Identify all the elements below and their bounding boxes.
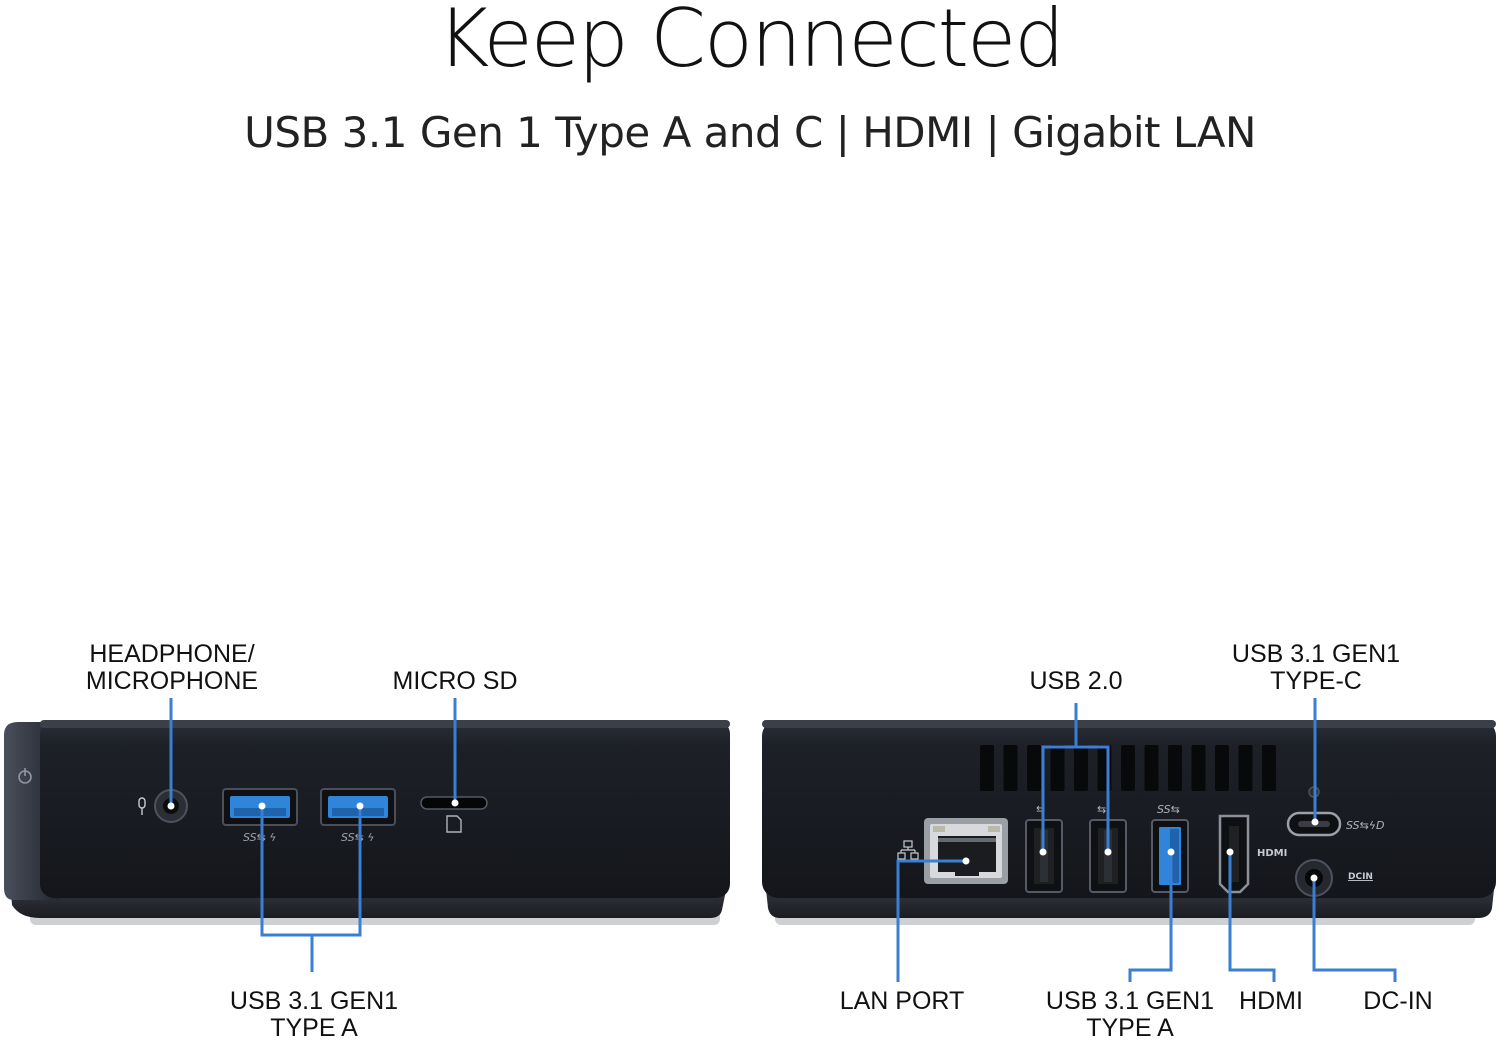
rear-device-top-edge [762,720,1496,728]
callout-dot-usb20-2 [1104,848,1112,856]
lan-port [924,818,1008,884]
vent-slot [1050,745,1065,791]
vent-slot [980,745,994,791]
vent-slot [1074,745,1088,791]
vent-slot [1168,745,1182,791]
vent-slot [1191,745,1206,791]
callout-dot-dcin [1310,874,1318,882]
label-front-usb31-type-a: USB 3.1 GEN1 TYPE A [229,987,399,1042]
hdmi-mark: HDMI [1257,848,1287,859]
dcin-mark: DCIN [1348,872,1373,882]
vent-slot [1262,745,1276,791]
front-usb-logo-1: SS⇆ ϟ [243,831,277,844]
label-lan-port: LAN PORT [839,987,965,1015]
vent-slot [1121,745,1135,791]
rear-usb2-port-1 [1025,819,1063,893]
rear-device: ⇆ ⇆ SS⇆ HDMI SS⇆ϟD [762,720,1496,925]
callout-line-rear-usb3 [1128,852,1173,982]
hdmi-port [1218,814,1250,894]
label-usb20: USB 2.0 [1029,667,1123,695]
callout-dot-rear-usb3 [1167,848,1175,856]
label-dc-in: DC-IN [1363,987,1433,1015]
network-icon [897,840,919,860]
callout-dot-micro-sd [451,799,459,807]
callout-dot-hdmi [1226,848,1234,856]
callout-dot-lan [962,857,970,865]
callout-dot-headphone [167,802,175,810]
callout-dot-usb-c [1311,818,1319,826]
callout-dot-front-usb-1 [258,802,266,810]
front-device: SS⇆ ϟ SS⇆ ϟ [4,720,730,925]
front-usb-logo-2: SS⇆ ϟ [341,831,375,844]
usb2-logo-2: ⇆ [1097,803,1106,816]
label-micro-sd: MICRO SD [392,667,518,695]
microphone-icon [138,797,146,815]
vent-slot [1144,745,1159,791]
callout-line-front-usb [260,806,362,972]
callout-line-dcin [1312,878,1397,982]
power-icon [18,768,32,784]
rear-usb2-port-2 [1089,819,1127,893]
vent-slot [1003,745,1018,791]
usb-c-logo: SS⇆ϟD [1346,819,1385,832]
front-device-top-edge [40,720,730,728]
callout-line-hdmi [1228,852,1276,982]
callout-dot-front-usb-2 [356,802,364,810]
vent-slot [1215,745,1229,791]
callout-lines [167,698,1397,982]
vent-slot [1238,745,1253,791]
vent-slot [1027,745,1041,791]
callout-line-usb20 [1041,703,1110,852]
label-usb31-type-c: USB 3.1 GEN1 TYPE-C [1231,640,1401,695]
callout-line-lan [896,859,966,982]
callout-dot-usb20-1 [1039,848,1047,856]
label-rear-usb31-type-a: USB 3.1 GEN1 TYPE A [1045,987,1215,1042]
label-hdmi: HDMI [1239,987,1303,1015]
sd-card-icon [446,815,462,833]
page-title: Keep Connected [437,0,1065,85]
label-headphone-microphone: HEADPHONE/ MICROPHONE [85,640,259,695]
page-subtitle: USB 3.1 Gen 1 Type A and C | HDMI | Giga… [244,108,1256,157]
vent-grille [980,745,1276,791]
usb2-logo-1: ⇆ [1036,803,1045,816]
usb3-logo-rear: SS⇆ [1157,803,1180,816]
